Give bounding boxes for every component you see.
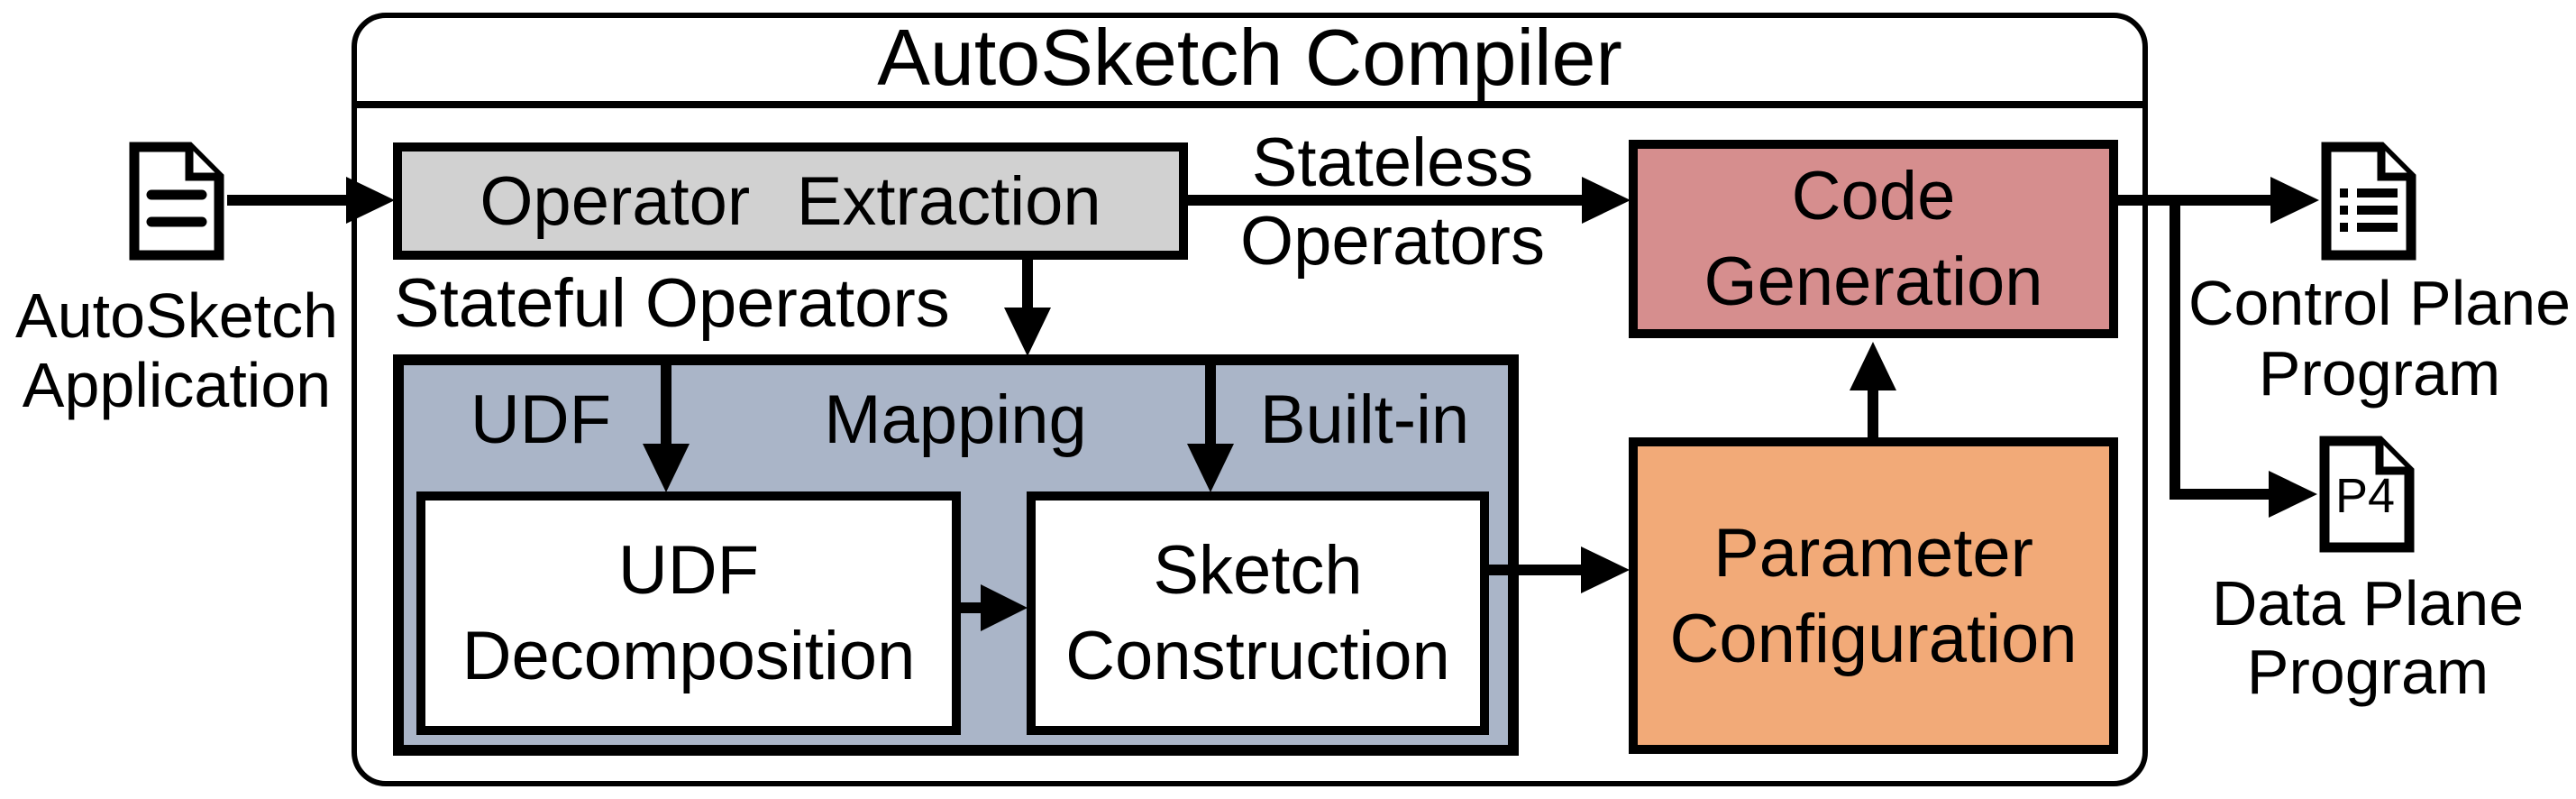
udf-decomposition-line2: Decomposition bbox=[461, 618, 916, 694]
compiler-title: AutoSketch Compiler bbox=[877, 13, 1622, 102]
title-divider bbox=[352, 101, 2148, 108]
udf-decomposition-line1: UDF bbox=[617, 532, 760, 609]
sketch-construction-box: Sketch Construction bbox=[1027, 491, 1489, 735]
stateful-operators-label: Stateful Operators bbox=[394, 265, 950, 342]
udf-decomposition-box: UDF Decomposition bbox=[416, 491, 961, 735]
builtin-mapping-label: Built-in bbox=[1259, 381, 1470, 458]
control-plane-line1: Control Plane bbox=[2188, 268, 2571, 338]
udf-mapping-label: UDF bbox=[470, 381, 612, 458]
parameter-configuration-box: Parameter Configuration bbox=[1629, 437, 2118, 754]
operator-extraction-box: Operator Extraction bbox=[393, 142, 1188, 260]
document-fold bbox=[2375, 441, 2409, 475]
document-body bbox=[129, 142, 224, 261]
document-body bbox=[2321, 142, 2416, 261]
document-fold bbox=[2377, 147, 2411, 181]
data-plane-line1: Data Plane bbox=[2211, 568, 2525, 638]
document-icon bbox=[129, 142, 224, 261]
parameter-configuration-line2: Configuration bbox=[1669, 600, 2078, 677]
stateless-operators-label: Stateless bbox=[1251, 124, 1534, 201]
control-plane-label: Control Plane Program bbox=[2183, 268, 2576, 409]
code-generation-line2: Generation bbox=[1704, 243, 2043, 320]
application-label: AutoSketch Application bbox=[14, 281, 339, 420]
code-generation-line1: Code bbox=[1791, 158, 1956, 234]
code-generation-box: Code Generation bbox=[1629, 140, 2118, 338]
data-plane-label: Data Plane Program bbox=[2171, 569, 2564, 706]
application-label-line2: Application bbox=[22, 350, 332, 420]
stateless-operators-label: Operators bbox=[1240, 203, 1545, 280]
compiler-frame bbox=[352, 13, 2148, 786]
list-document-icon bbox=[2321, 142, 2416, 261]
control-plane-line2: Program bbox=[2258, 338, 2501, 409]
document-fold bbox=[185, 147, 219, 181]
mapping-label: Mapping bbox=[824, 381, 1087, 458]
p4-icon-text: P4 bbox=[2335, 469, 2395, 523]
sketch-construction-line2: Construction bbox=[1065, 618, 1450, 694]
parameter-configuration-line1: Parameter bbox=[1713, 514, 2033, 592]
data-plane-line2: Program bbox=[2246, 637, 2489, 707]
operator-extraction-label: Operator Extraction bbox=[480, 162, 1101, 240]
sketch-construction-line1: Sketch bbox=[1153, 532, 1363, 609]
application-label-line1: AutoSketch bbox=[15, 280, 338, 351]
p4-document-icon: P4 bbox=[2319, 436, 2415, 553]
